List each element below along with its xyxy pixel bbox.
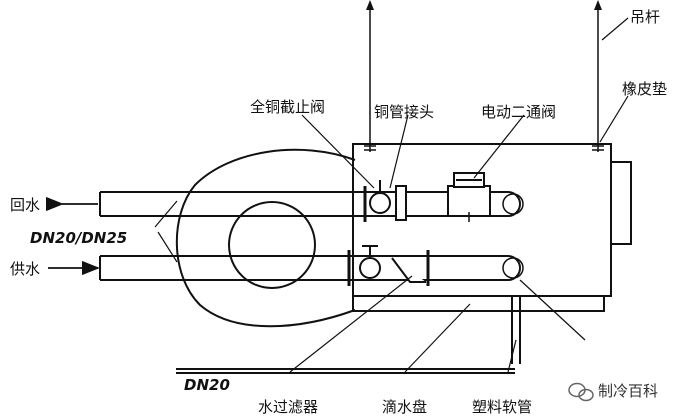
leader-copper-stop-valve	[301, 114, 375, 189]
water-filter	[391, 250, 430, 286]
label-plastic-hose: 塑料软管	[472, 398, 532, 416]
plastic-drain-hose	[511, 296, 521, 364]
leader-drip-tray	[404, 303, 471, 373]
leader-water-filter	[289, 275, 413, 373]
leader-plastic-hose	[507, 339, 517, 373]
side-outlet-box	[610, 161, 632, 245]
label-pipe-size: DN20/DN25	[30, 229, 127, 247]
label-return-water: 回水	[10, 196, 40, 214]
label-copper-stop-valve: 全铜截止阀	[250, 98, 325, 116]
label-supply-water: 供水	[10, 260, 40, 278]
return-water-pipe	[100, 191, 521, 217]
fan-volute	[175, 148, 356, 328]
leader-coil-diag	[519, 279, 586, 341]
label-water-filter: 水过滤器	[258, 398, 318, 416]
leader-pipe-size-a	[154, 200, 178, 228]
label-copper-joint: 铜管接头	[374, 103, 434, 121]
leader-hanger-rod	[601, 17, 629, 41]
fan-coil-casing	[352, 143, 612, 297]
electric-two-way-valve	[447, 172, 491, 222]
copper-stop-valve-supply	[347, 245, 381, 286]
leader-pipe-size-b	[157, 231, 178, 263]
copper-pipe-joint	[395, 185, 407, 221]
label-rubber-pad: 橡皮垫	[622, 80, 667, 98]
drip-tray	[352, 296, 605, 312]
label-drip-tray: 滴水盘	[382, 398, 427, 416]
label-drain-size: DN20	[184, 376, 230, 394]
leader-copper-joint	[389, 114, 409, 189]
copper-stop-valve-return	[363, 180, 391, 222]
leader-electric-valve	[473, 114, 525, 179]
wechat-icon	[568, 382, 594, 402]
label-electric-two-way-valve: 电动二通阀	[481, 103, 556, 121]
supply-water-pipe	[100, 255, 521, 281]
fan-inlet-ring	[228, 201, 316, 289]
leader-rubber-pad	[599, 95, 629, 143]
watermark-text: 制冷百科	[598, 382, 658, 400]
label-hanger-rod: 吊杆	[630, 8, 660, 26]
